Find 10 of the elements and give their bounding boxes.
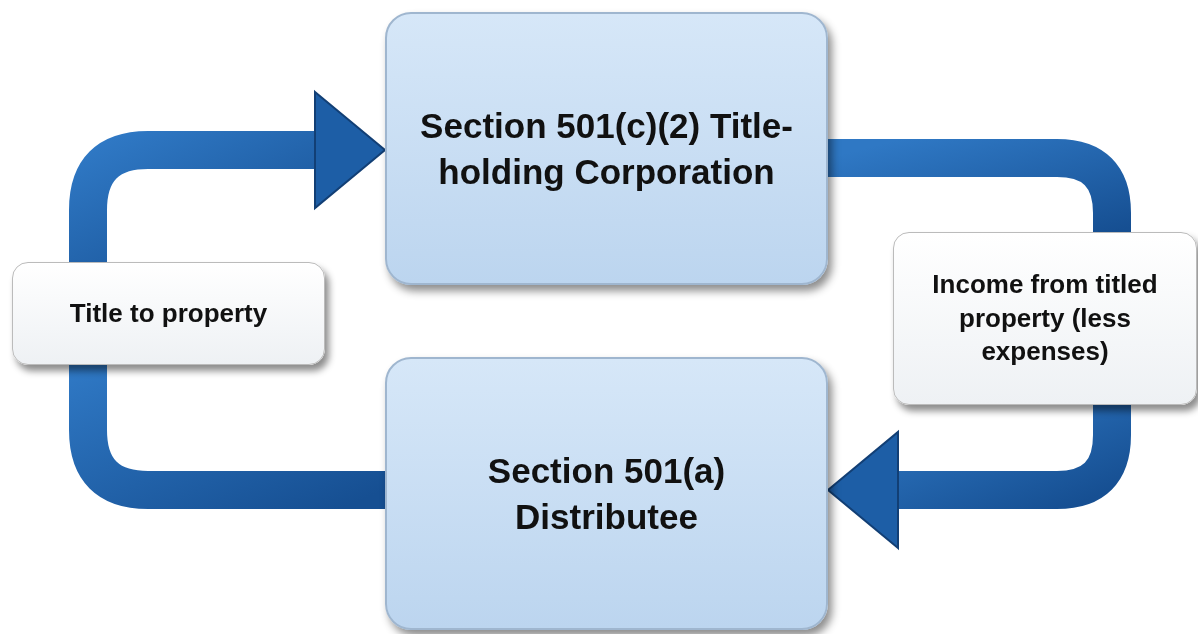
- entity-box: [385, 357, 828, 630]
- node-text: Section 501(a) Distributee: [486, 450, 727, 538]
- node-text: Section 501(c)(2) Title-holding Corporation: [419, 105, 794, 193]
- node-text: Title to property: [68, 296, 269, 330]
- curved-arrow: [827, 405, 1131, 549]
- entity-box: [385, 12, 828, 285]
- connector-pipe: [828, 139, 1131, 232]
- node-text: Income from titled property (less expenses): [931, 267, 1159, 369]
- label-box: [12, 262, 325, 365]
- label-box: [893, 232, 1197, 405]
